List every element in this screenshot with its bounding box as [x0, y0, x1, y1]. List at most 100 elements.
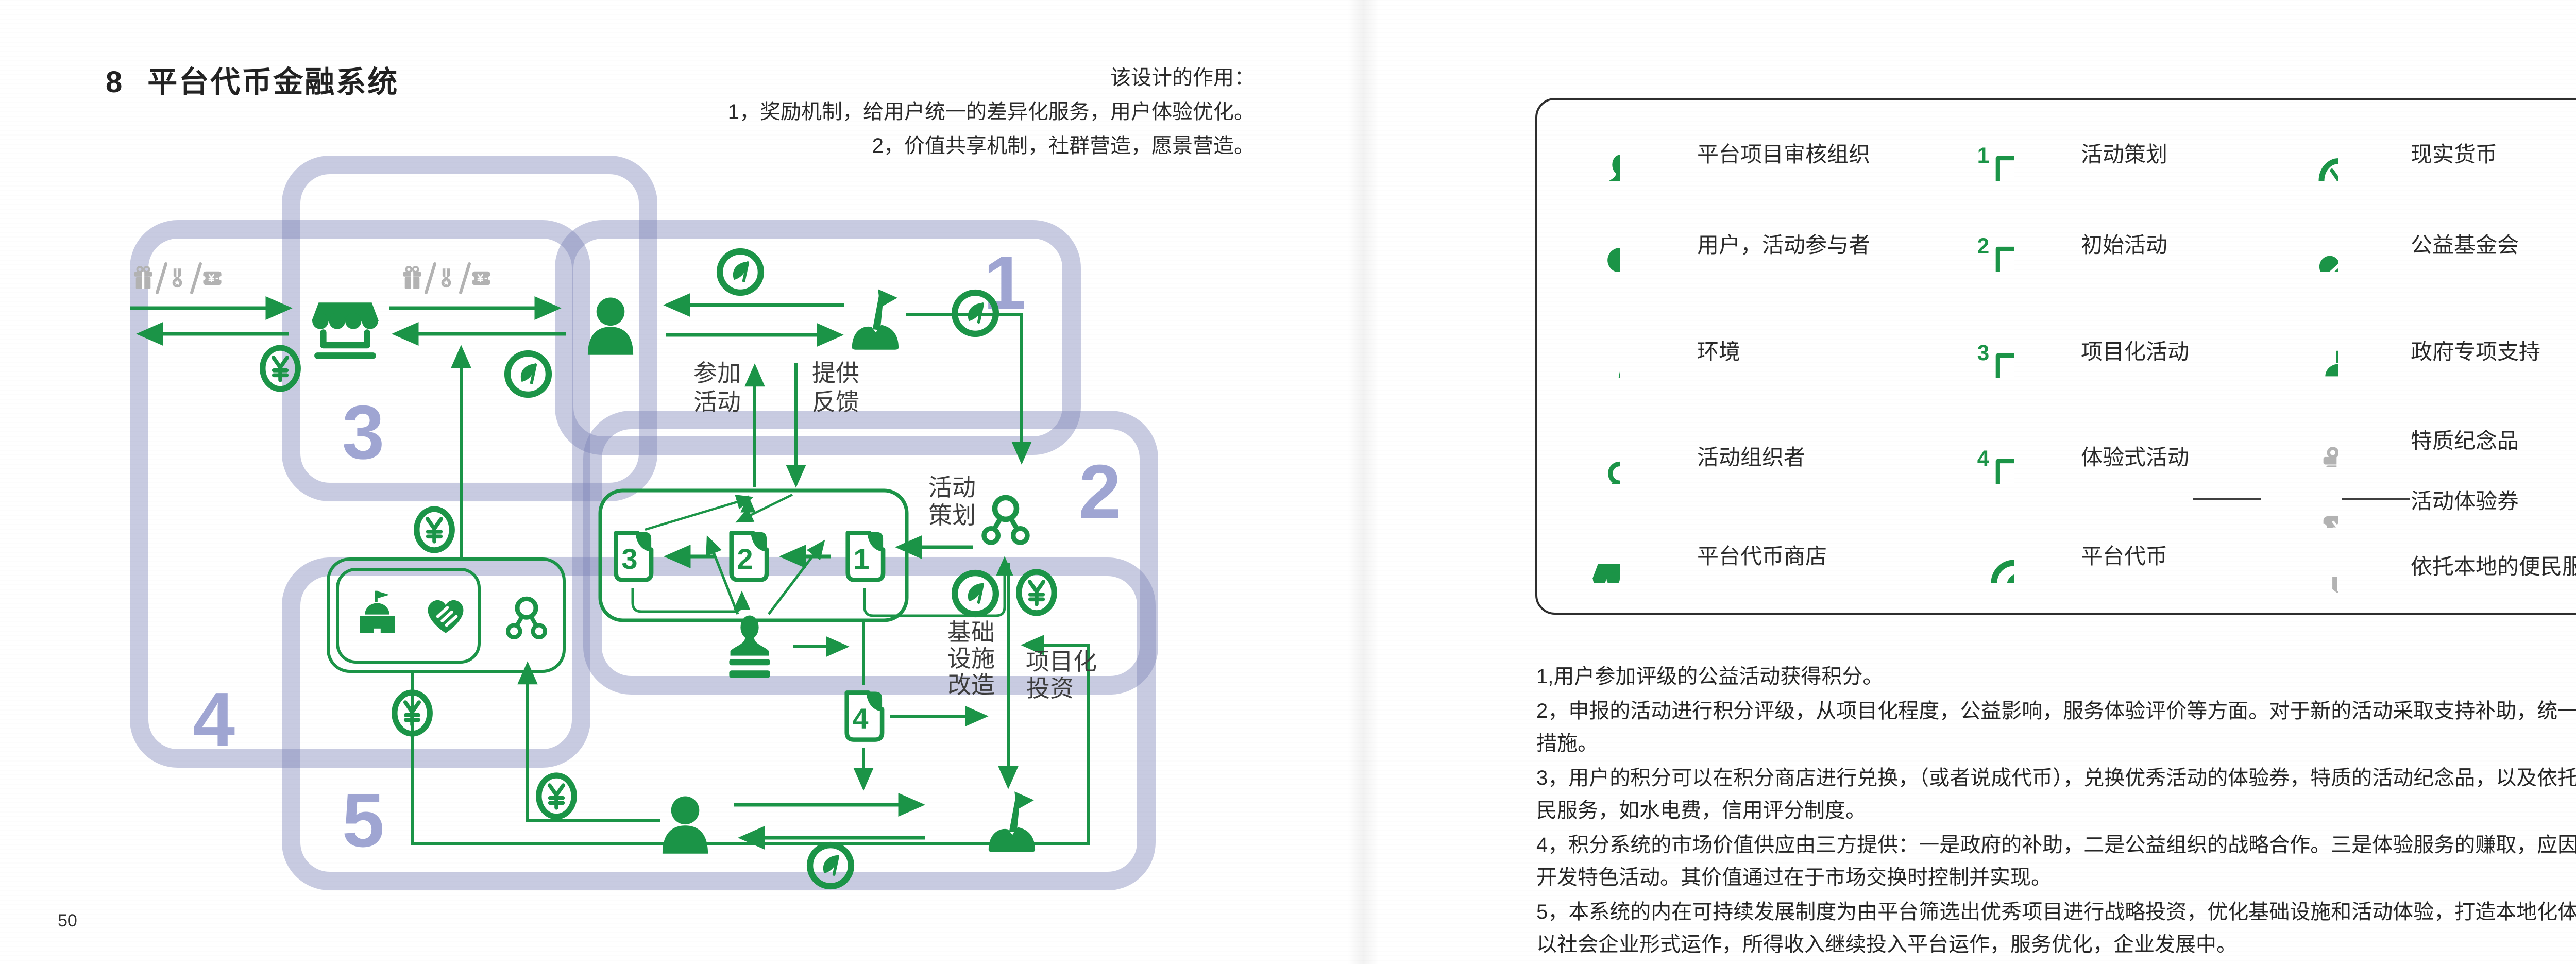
purpose-line-2: 2，价值共享机制，社群营造，愿景营造。 — [872, 134, 1255, 157]
svg-text:4: 4 — [1977, 446, 1990, 470]
flow-labels: 参加 活动 提供 反馈 活动 策划 基础 设施 改造 项目化 投资 — [693, 360, 1097, 702]
support-box — [327, 557, 566, 673]
zone-3-frame — [282, 156, 657, 501]
project-invest-label-1: 项目化 — [1026, 648, 1097, 675]
yen-coin-icon — [1019, 572, 1054, 613]
project-invest-label-2: 投资 — [1026, 675, 1074, 702]
doc-1-number: 1 — [853, 543, 869, 575]
zone-4-frame — [130, 220, 590, 768]
svg-text:3: 3 — [1977, 341, 1989, 365]
reward-icons-right — [402, 262, 494, 294]
chapter-title: 平台代币金融系统 — [147, 65, 399, 99]
legend-label: 初始活动 — [2081, 232, 2168, 257]
svg-text:1: 1 — [1977, 143, 1989, 167]
medal-icon — [172, 268, 182, 288]
doc-2: 2 — [732, 532, 767, 580]
note-2: 2，申报的活动进行积分评级，从项目化程度，公益影响，服务体验评价等方面。对于新的… — [1536, 700, 2576, 755]
doc-4-number: 4 — [852, 702, 868, 735]
gift-icon — [402, 266, 422, 290]
token-icon — [955, 573, 996, 614]
page-title: 8 平台代币金融系统 — [106, 58, 399, 101]
legend-item-token-shop: 平台代币商店 — [1563, 526, 1827, 583]
environment-icon — [852, 289, 899, 350]
review-stamp-icon — [729, 615, 770, 678]
legend-item-project-activity: 3 项目化活动 — [1957, 322, 2189, 378]
join-activity-label-1: 参加 — [693, 360, 741, 386]
infrastructure-label-1: 基础 — [947, 619, 995, 646]
chapter-number: 8 — [106, 65, 124, 99]
legend-label: 活动策划 — [2081, 142, 2168, 166]
user-icon — [587, 297, 634, 355]
user-icon — [1563, 215, 1620, 272]
doc-icon: 2 — [1977, 234, 2014, 272]
zone-2-frame — [583, 411, 1158, 695]
coupon-icon — [200, 270, 225, 286]
legend-item-environment: 环境 — [1563, 322, 1740, 378]
legend-label: 特质纪念品 — [2411, 428, 2519, 453]
doc-3-number: 3 — [621, 543, 637, 575]
yen-coin-icon — [539, 775, 574, 817]
exchange-line — [2342, 498, 2410, 500]
legend-label: 用户，活动参与者 — [1697, 232, 1871, 257]
zone-numbers: 3 1 2 4 5 — [193, 241, 1121, 863]
zone-4-number: 4 — [193, 677, 235, 762]
legend-label: 依托本地的便民服务 — [2411, 554, 2576, 579]
purpose-line-1: 1，奖励机制，给用户统一的差异化服务，用户体验优化。 — [727, 100, 1255, 123]
zone-1-frame — [555, 220, 1081, 455]
give-feedback-label-1: 提供 — [812, 360, 859, 386]
coupon-icon — [469, 270, 494, 286]
token-shop-icon — [312, 302, 379, 356]
legend-item-government-support: 政府专项支持 — [2282, 322, 2540, 378]
infrastructure-label-3: 改造 — [947, 671, 995, 698]
handshake-icon — [428, 600, 464, 633]
reward-icons-left — [133, 262, 225, 294]
zone-2-number: 2 — [1079, 449, 1121, 534]
legend-label: 平台项目审核组织 — [1697, 142, 1871, 166]
legend-label: 项目化活动 — [2081, 339, 2190, 364]
organizer-icon — [508, 599, 545, 637]
legend-item-activity-plan: 1 活动策划 — [1957, 124, 2167, 181]
government-foundation-organizer-box — [327, 557, 566, 673]
infrastructure-label-2: 设施 — [947, 645, 995, 672]
page-number-left: 50 — [58, 911, 77, 931]
legend-item-organizer: 活动组织者 — [1563, 427, 1805, 484]
svg-text:2: 2 — [1977, 234, 1989, 258]
legend-label: 政府专项支持 — [2411, 339, 2541, 364]
gift-icon — [2282, 411, 2338, 467]
government-foundation-inner-box — [336, 568, 481, 664]
government-icon — [2282, 322, 2338, 378]
system-notes: 1,用户参加评级的公益活动获得积分。 2，申报的活动进行积分评级，从项目化程度，… — [1536, 661, 2576, 963]
legend-item-platform-token: 平台代币 — [1957, 526, 2167, 583]
zone-1-number: 1 — [984, 241, 1026, 326]
exchange-line — [2193, 498, 2261, 500]
purpose-title: 该设计的作用： — [1110, 66, 1255, 89]
organizer-icon — [1563, 427, 1620, 484]
user-icon — [662, 796, 708, 854]
organizer-icon — [984, 498, 1027, 543]
legend-item-local-service: 依托本地的便民服务 — [2282, 536, 2576, 593]
note-3: 3，用户的积分可以在积分商店进行兑换，（或者说成代币），兑换优秀活动的体验券，特… — [1536, 767, 2576, 822]
legend-label: 平台代币 — [2081, 544, 2168, 568]
environment-icon — [1563, 322, 1620, 378]
legend-label: 公益基金会 — [2411, 232, 2519, 257]
yen-coin-icon — [417, 509, 452, 550]
legend-label: 现实货币 — [2411, 142, 2498, 166]
note-1: 1,用户参加评级的公益活动获得积分。 — [1536, 665, 1884, 688]
note-5: 5，本系统的内在可持续发展制度为由平台筛选出优秀项目进行战略投资，优化基础设施和… — [1536, 901, 2576, 956]
legend-item-souvenir: 特质纪念品 — [2282, 411, 2519, 467]
doc-3: 3 — [616, 532, 651, 580]
legend-label: 环境 — [1697, 339, 1741, 364]
legend-item-review-org: 平台项目审核组织 — [1563, 124, 1870, 181]
legend-label: 体验式活动 — [2081, 445, 2190, 469]
token-icon — [1957, 526, 2014, 583]
token-icon — [720, 251, 761, 293]
handshake-icon — [2282, 215, 2338, 272]
doc-icon: 3 — [1977, 341, 2014, 378]
yen-coin-icon — [2282, 124, 2338, 181]
token-system-flow-diagram: 3 1 2 4 5 — [130, 156, 1158, 890]
government-icon — [360, 590, 395, 633]
flow-arrows — [130, 293, 1090, 850]
token-icon — [507, 353, 549, 395]
doc-1: 1 — [848, 532, 883, 580]
legend-item-charity-foundation: 公益基金会 — [2282, 215, 2519, 272]
